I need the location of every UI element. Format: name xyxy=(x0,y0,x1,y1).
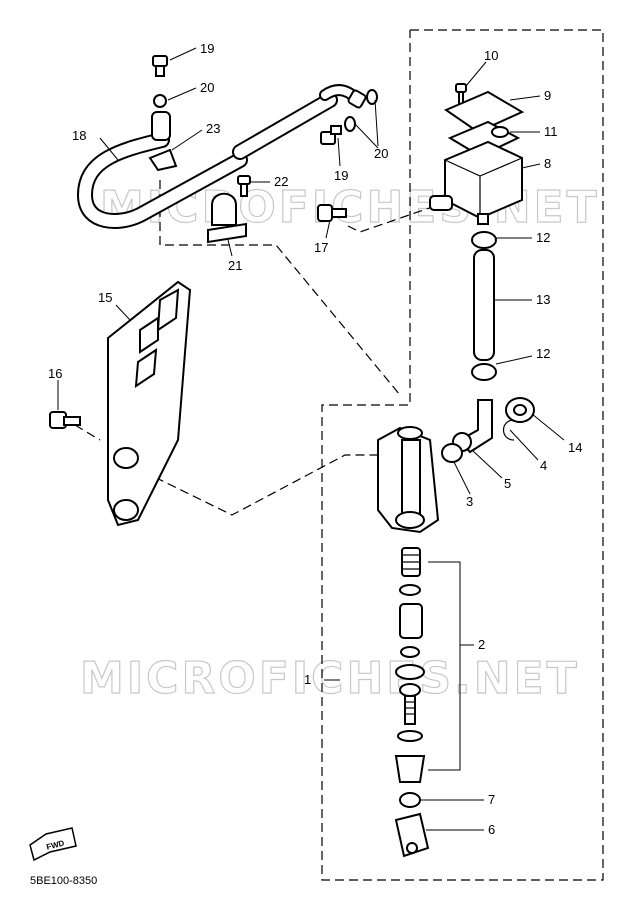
diaphragm-plug xyxy=(491,126,509,138)
callout-7: 7 xyxy=(488,792,495,807)
callout-13: 13 xyxy=(536,292,550,307)
callout-4: 4 xyxy=(540,458,547,473)
leader-lines xyxy=(57,47,565,831)
bracket-part-2 xyxy=(428,561,461,771)
bolt-part-16 xyxy=(49,411,81,429)
callout-20-upper: 20 xyxy=(200,80,214,95)
fwd-arrow-icon: FWD xyxy=(29,827,77,862)
clip-part-23 xyxy=(148,148,178,172)
diagram-code: 5BE100-8350 xyxy=(30,875,97,887)
circlip-part-4 xyxy=(502,419,515,441)
callout-6: 6 xyxy=(488,822,495,837)
callout-9: 9 xyxy=(544,88,551,103)
clevis-part-6 xyxy=(394,812,430,858)
boot-part-14 xyxy=(505,397,535,423)
bracket-plate-part-15 xyxy=(107,280,192,527)
hose-part-13 xyxy=(473,249,495,361)
hose-part-18 xyxy=(76,84,367,229)
alignment-line-bolt17 xyxy=(347,204,439,233)
callout-21: 21 xyxy=(228,258,242,273)
master-cylinder-body xyxy=(377,426,440,534)
fwd-label: FWD xyxy=(45,839,65,852)
oring-part-3 xyxy=(441,443,463,463)
callout-2: 2 xyxy=(478,637,485,652)
callout-18: 18 xyxy=(72,128,86,143)
washer-part-20-b xyxy=(366,89,378,105)
assembly-boundary xyxy=(321,29,604,881)
callout-19-lower: 19 xyxy=(334,168,348,183)
screw-part-10 xyxy=(455,83,467,105)
callout-10: 10 xyxy=(484,48,498,63)
bolt-part-19-upper xyxy=(152,55,168,77)
alignment-line-bracket xyxy=(129,454,380,516)
callout-20-lower: 20 xyxy=(374,146,388,161)
callout-15: 15 xyxy=(98,290,112,305)
callout-22: 22 xyxy=(274,174,288,189)
watermark-bottom: MICROFICHES.NET xyxy=(80,653,580,704)
banjo-fitting xyxy=(151,111,171,141)
callout-14: 14 xyxy=(568,440,582,455)
piston-kit-part-2 xyxy=(394,547,426,783)
callout-labels: 1 2 3 4 5 6 7 8 9 10 11 12 12 13 14 15 1… xyxy=(48,41,582,837)
callout-3: 3 xyxy=(466,494,473,509)
cap-part-9 xyxy=(443,90,525,134)
clamp-part-12-lower xyxy=(471,363,497,381)
callout-12-upper: 12 xyxy=(536,230,550,245)
callout-1: 1 xyxy=(304,672,311,687)
nut-part-7 xyxy=(399,792,421,808)
callout-19-upper: 19 xyxy=(200,41,214,56)
clamp-part-21 xyxy=(207,192,247,244)
callout-11: 11 xyxy=(544,124,558,139)
reservoir-part-8 xyxy=(429,140,523,225)
callout-8: 8 xyxy=(544,156,551,171)
clamp-part-12-upper xyxy=(471,231,497,249)
alignment-line-bolt16 xyxy=(74,424,101,441)
washer-part-20-a xyxy=(153,94,167,108)
callout-17: 17 xyxy=(314,240,328,255)
joint-part-5 xyxy=(452,399,493,454)
screw-part-22 xyxy=(237,175,251,197)
callout-23: 23 xyxy=(206,121,220,136)
callout-16: 16 xyxy=(48,366,62,381)
callout-12-lower: 12 xyxy=(536,346,550,361)
callout-5: 5 xyxy=(504,476,511,491)
bolt-part-19-lower xyxy=(320,125,342,145)
bolt-part-17 xyxy=(317,204,347,222)
washer-part-20-c xyxy=(344,116,356,132)
